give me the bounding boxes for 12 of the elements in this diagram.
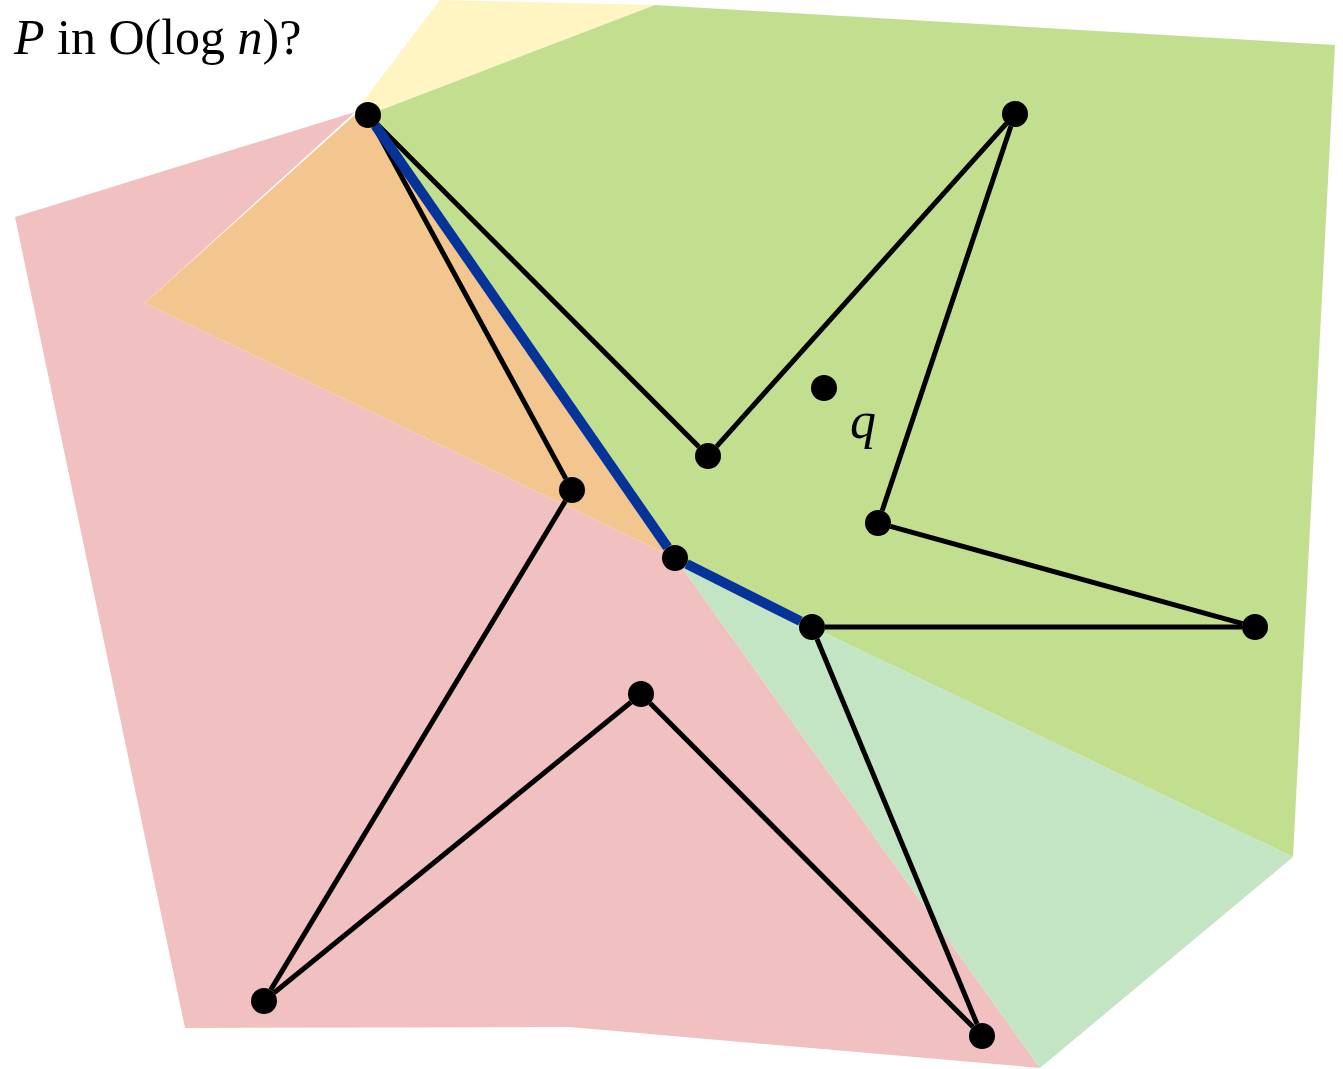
highlighted-path: [684, 559, 803, 626]
point-label: q: [850, 395, 876, 447]
highlighted-path: [371, 122, 672, 551]
polygon-edge: [814, 638, 980, 1025]
polygon-edge: [879, 125, 1014, 512]
polygon-edge: [268, 499, 568, 992]
polygon-edge: [714, 122, 1009, 448]
polygon-edge: [648, 701, 975, 1029]
polygon-edge: [889, 524, 1244, 626]
polygon-edge: [272, 700, 633, 995]
polygon-edge: [825, 624, 1242, 630]
title: P in O(log n)?: [14, 10, 302, 65]
